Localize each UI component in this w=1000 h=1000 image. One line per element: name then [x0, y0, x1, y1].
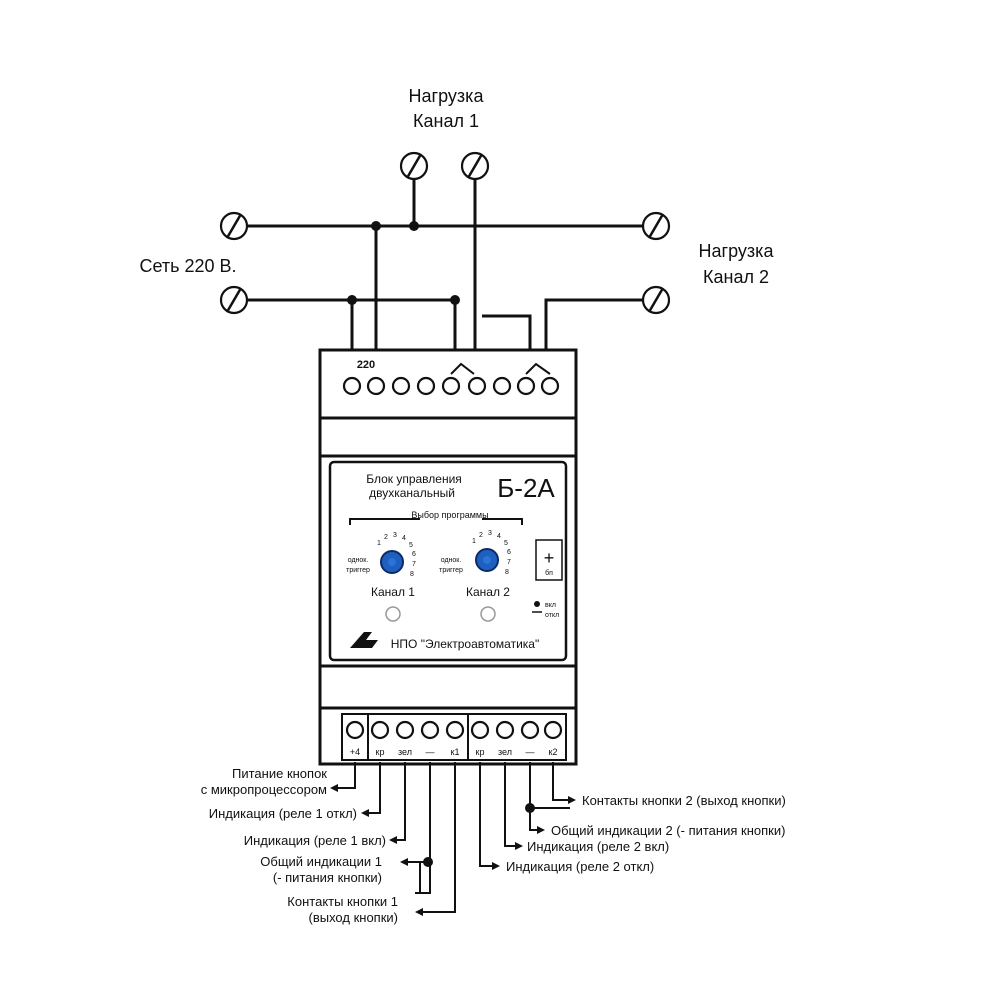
- mains-label: Сеть 220 В.: [139, 256, 236, 276]
- mode-switch-label2: откл: [545, 612, 559, 619]
- svg-text:4: 4: [402, 535, 406, 542]
- svg-text:2: 2: [384, 534, 388, 541]
- svg-text:—: —: [526, 747, 535, 757]
- note-common1-line2: (- питания кнопки): [273, 870, 382, 885]
- load-ch1-terminal-a: [399, 151, 429, 181]
- program-select-label: Выбор программы: [411, 510, 488, 520]
- note-button-power-line2: с микропроцессором: [201, 782, 327, 797]
- svg-text:зел: зел: [498, 747, 512, 757]
- bottom-arrowheads: [330, 784, 576, 916]
- svg-text:зел: зел: [398, 747, 412, 757]
- device-name-line2: двухканальный: [369, 486, 455, 500]
- channel1-program-knob[interactable]: [380, 550, 404, 574]
- bottom-junction-dots: [423, 803, 535, 867]
- mains-junction-dots: [347, 221, 460, 305]
- load-ch2-terminal-b: [641, 285, 671, 315]
- bottom-wires: [335, 762, 570, 913]
- note-contacts1-line2: (выход кнопки): [309, 910, 399, 925]
- relay-switch-symbols: [450, 362, 551, 375]
- device-model: Б-2А: [497, 473, 555, 503]
- power-plus-symbol: +: [544, 548, 555, 568]
- load-ch2-label-line2: Канал 2: [703, 267, 769, 287]
- note-button-power-line1: Питание кнопок: [232, 766, 327, 781]
- svg-text:к1: к1: [451, 747, 460, 757]
- power-plus-sub: бп: [545, 569, 553, 577]
- svg-text:кр: кр: [476, 747, 485, 757]
- svg-text:4: 4: [497, 533, 501, 540]
- knob1-mode-text2: триггер: [346, 567, 370, 574]
- mode-switch-label1: вкл: [545, 602, 556, 609]
- note-ind-relay2-off: Индикация (реле 2 откл): [506, 859, 654, 874]
- knob2-ticks: 1 2 3 4 5 6 7 8: [472, 530, 511, 576]
- svg-text:1: 1: [377, 540, 381, 547]
- channel2-indicator-led: [480, 606, 496, 622]
- svg-text:8: 8: [410, 571, 414, 578]
- note-contacts1-line1: Контакты кнопки 1: [287, 894, 398, 909]
- svg-text:7: 7: [412, 561, 416, 568]
- svg-text:кр: кр: [376, 747, 385, 757]
- device-name-line1: Блок управления: [366, 472, 462, 486]
- power-plus-box: [535, 539, 563, 581]
- note-ind-relay1-off: Индикация (реле 1 откл): [209, 806, 357, 821]
- knob2-mode-text2: триггер: [439, 567, 463, 574]
- channel1-label: Канал 1: [371, 585, 415, 599]
- note-ind-relay2-on: Индикация (реле 2 вкл): [527, 839, 669, 854]
- svg-text:—: —: [426, 747, 435, 757]
- mains-terminal-l: [219, 211, 249, 241]
- load-ch1-label-line1: Нагрузка: [409, 86, 485, 106]
- mode-switch[interactable]: [532, 601, 542, 613]
- svg-text:+4: +4: [350, 747, 360, 757]
- top-terminal-row: [342, 376, 560, 396]
- manufacturer-label: НПО "Электроавтоматика": [391, 637, 539, 651]
- manufacturer-logo: [350, 632, 378, 648]
- mains-wires: [234, 168, 656, 372]
- svg-text:6: 6: [507, 549, 511, 556]
- top-voltage-label: 220: [357, 359, 375, 371]
- svg-text:2: 2: [479, 532, 483, 539]
- terminal-symbols: [219, 151, 671, 315]
- svg-text:6: 6: [412, 551, 416, 558]
- note-common2: Общий индикации 2 (- питания кнопки): [551, 823, 785, 838]
- svg-text:5: 5: [504, 540, 508, 547]
- note-common1-line1: Общий индикации 1: [260, 854, 382, 869]
- svg-text:к2: к2: [549, 747, 558, 757]
- bottom-terminal-labels: +4 кр зел — к1 кр зел — к2: [350, 747, 558, 757]
- svg-text:7: 7: [507, 559, 511, 566]
- load-ch2-terminal-a: [641, 211, 671, 241]
- knob1-mode-text1: однок.: [348, 557, 369, 564]
- svg-text:3: 3: [393, 532, 397, 539]
- channel1-indicator-led: [385, 606, 401, 622]
- program-select-bracket-right: [482, 518, 523, 525]
- load-ch1-label-line2: Канал 1: [413, 111, 479, 131]
- svg-text:5: 5: [409, 542, 413, 549]
- load-ch1-terminal-b: [460, 151, 490, 181]
- note-contacts2: Контакты кнопки 2 (выход кнопки): [582, 793, 786, 808]
- bottom-terminal-row: [345, 720, 563, 740]
- svg-text:3: 3: [488, 530, 492, 537]
- load-ch2-label-line1: Нагрузка: [699, 241, 775, 261]
- svg-text:8: 8: [505, 569, 509, 576]
- channel2-program-knob[interactable]: [475, 548, 499, 572]
- knob1-ticks: 1 2 3 4 5 6 7 8: [377, 532, 416, 578]
- mains-terminal-n: [219, 285, 249, 315]
- note-ind-relay1-on: Индикация (реле 1 вкл): [244, 833, 386, 848]
- program-select-bracket-left: [349, 518, 420, 525]
- svg-text:1: 1: [472, 538, 476, 545]
- knob2-mode-text1: однок.: [441, 557, 462, 564]
- channel2-label: Канал 2: [466, 585, 510, 599]
